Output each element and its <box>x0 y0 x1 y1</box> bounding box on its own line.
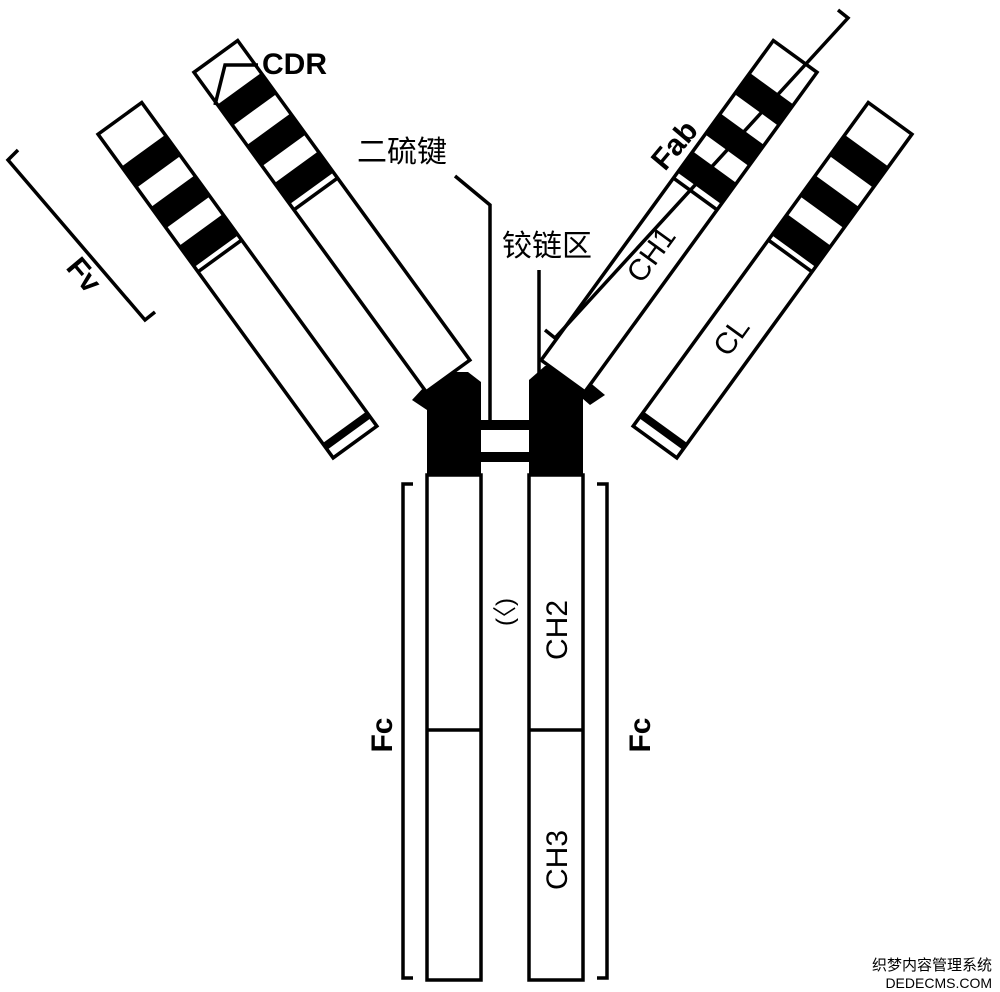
hinge-callout: 铰链区 <box>502 229 592 378</box>
cdr-band <box>246 113 306 167</box>
left-heavy-chain <box>191 38 473 395</box>
fc-label-left: Fc <box>366 717 399 752</box>
hinge-label: 铰链区 <box>502 229 592 264</box>
left-light-chain <box>95 100 380 461</box>
watermark-line-1: 织梦内容管理系统 <box>872 956 992 974</box>
disulfide-bond-1 <box>481 420 529 430</box>
glycan-symbol: (〈) <box>492 598 519 626</box>
hinge-region <box>412 366 605 475</box>
cdr-band <box>150 175 210 229</box>
fc-bracket-left: Fc <box>366 482 413 980</box>
disulfide-bond-2 <box>481 452 529 462</box>
fc-bracket-left-line <box>401 482 413 980</box>
vh-ch1-divider <box>672 176 719 212</box>
watermark: 织梦内容管理系统 DEDECMS.COM <box>872 956 992 991</box>
right-light-chain <box>630 100 915 461</box>
fc-label-right: Fc <box>624 717 657 752</box>
cdr-band <box>217 72 277 126</box>
cdr-band <box>179 214 239 267</box>
heavy-chain-left-fc <box>425 473 483 982</box>
fv-bracket-line <box>5 148 157 323</box>
cdr-pointer-line <box>213 63 258 106</box>
cdr-band <box>274 151 334 205</box>
vl-cl-divider <box>196 238 243 274</box>
fc-stem <box>425 473 585 982</box>
fab-bracket-line <box>543 8 851 341</box>
ch2-label: CH2 <box>541 600 574 660</box>
right-heavy-arm: VH CH1 <box>538 38 820 395</box>
fv-label: Fv <box>60 251 108 299</box>
disulfide-callout: 二硫键 <box>357 135 492 420</box>
right-light-arm: VL CL <box>630 100 915 461</box>
vl-cl-divider <box>767 238 814 274</box>
left-light-arm <box>95 100 380 461</box>
cdr-band <box>734 72 794 126</box>
cdr-band <box>829 134 889 188</box>
watermark-line-2: DEDECMS.COM <box>885 975 992 991</box>
heavy-chain-right-fc <box>527 473 585 982</box>
cdr-band <box>800 175 860 229</box>
disulfide-label: 二硫键 <box>357 135 447 170</box>
vh-ch1-divider <box>292 176 339 212</box>
light-chain-tail <box>322 411 371 450</box>
cdr-band <box>677 151 737 205</box>
left-heavy-arm <box>191 38 473 395</box>
ch3-label: CH3 <box>541 830 574 890</box>
light-chain-tail <box>639 411 688 450</box>
fc-bracket-right: Fc <box>597 482 657 980</box>
hinge-neck-left <box>412 372 455 412</box>
cdr-callout: CDR <box>213 48 327 106</box>
hinge-block-right <box>529 366 583 475</box>
cdr-label: CDR <box>262 48 327 81</box>
disulfide-pointer-line <box>453 174 492 420</box>
cdr-band <box>771 214 831 267</box>
cdr-band <box>121 134 181 188</box>
fc-bracket-right-line <box>597 482 609 980</box>
